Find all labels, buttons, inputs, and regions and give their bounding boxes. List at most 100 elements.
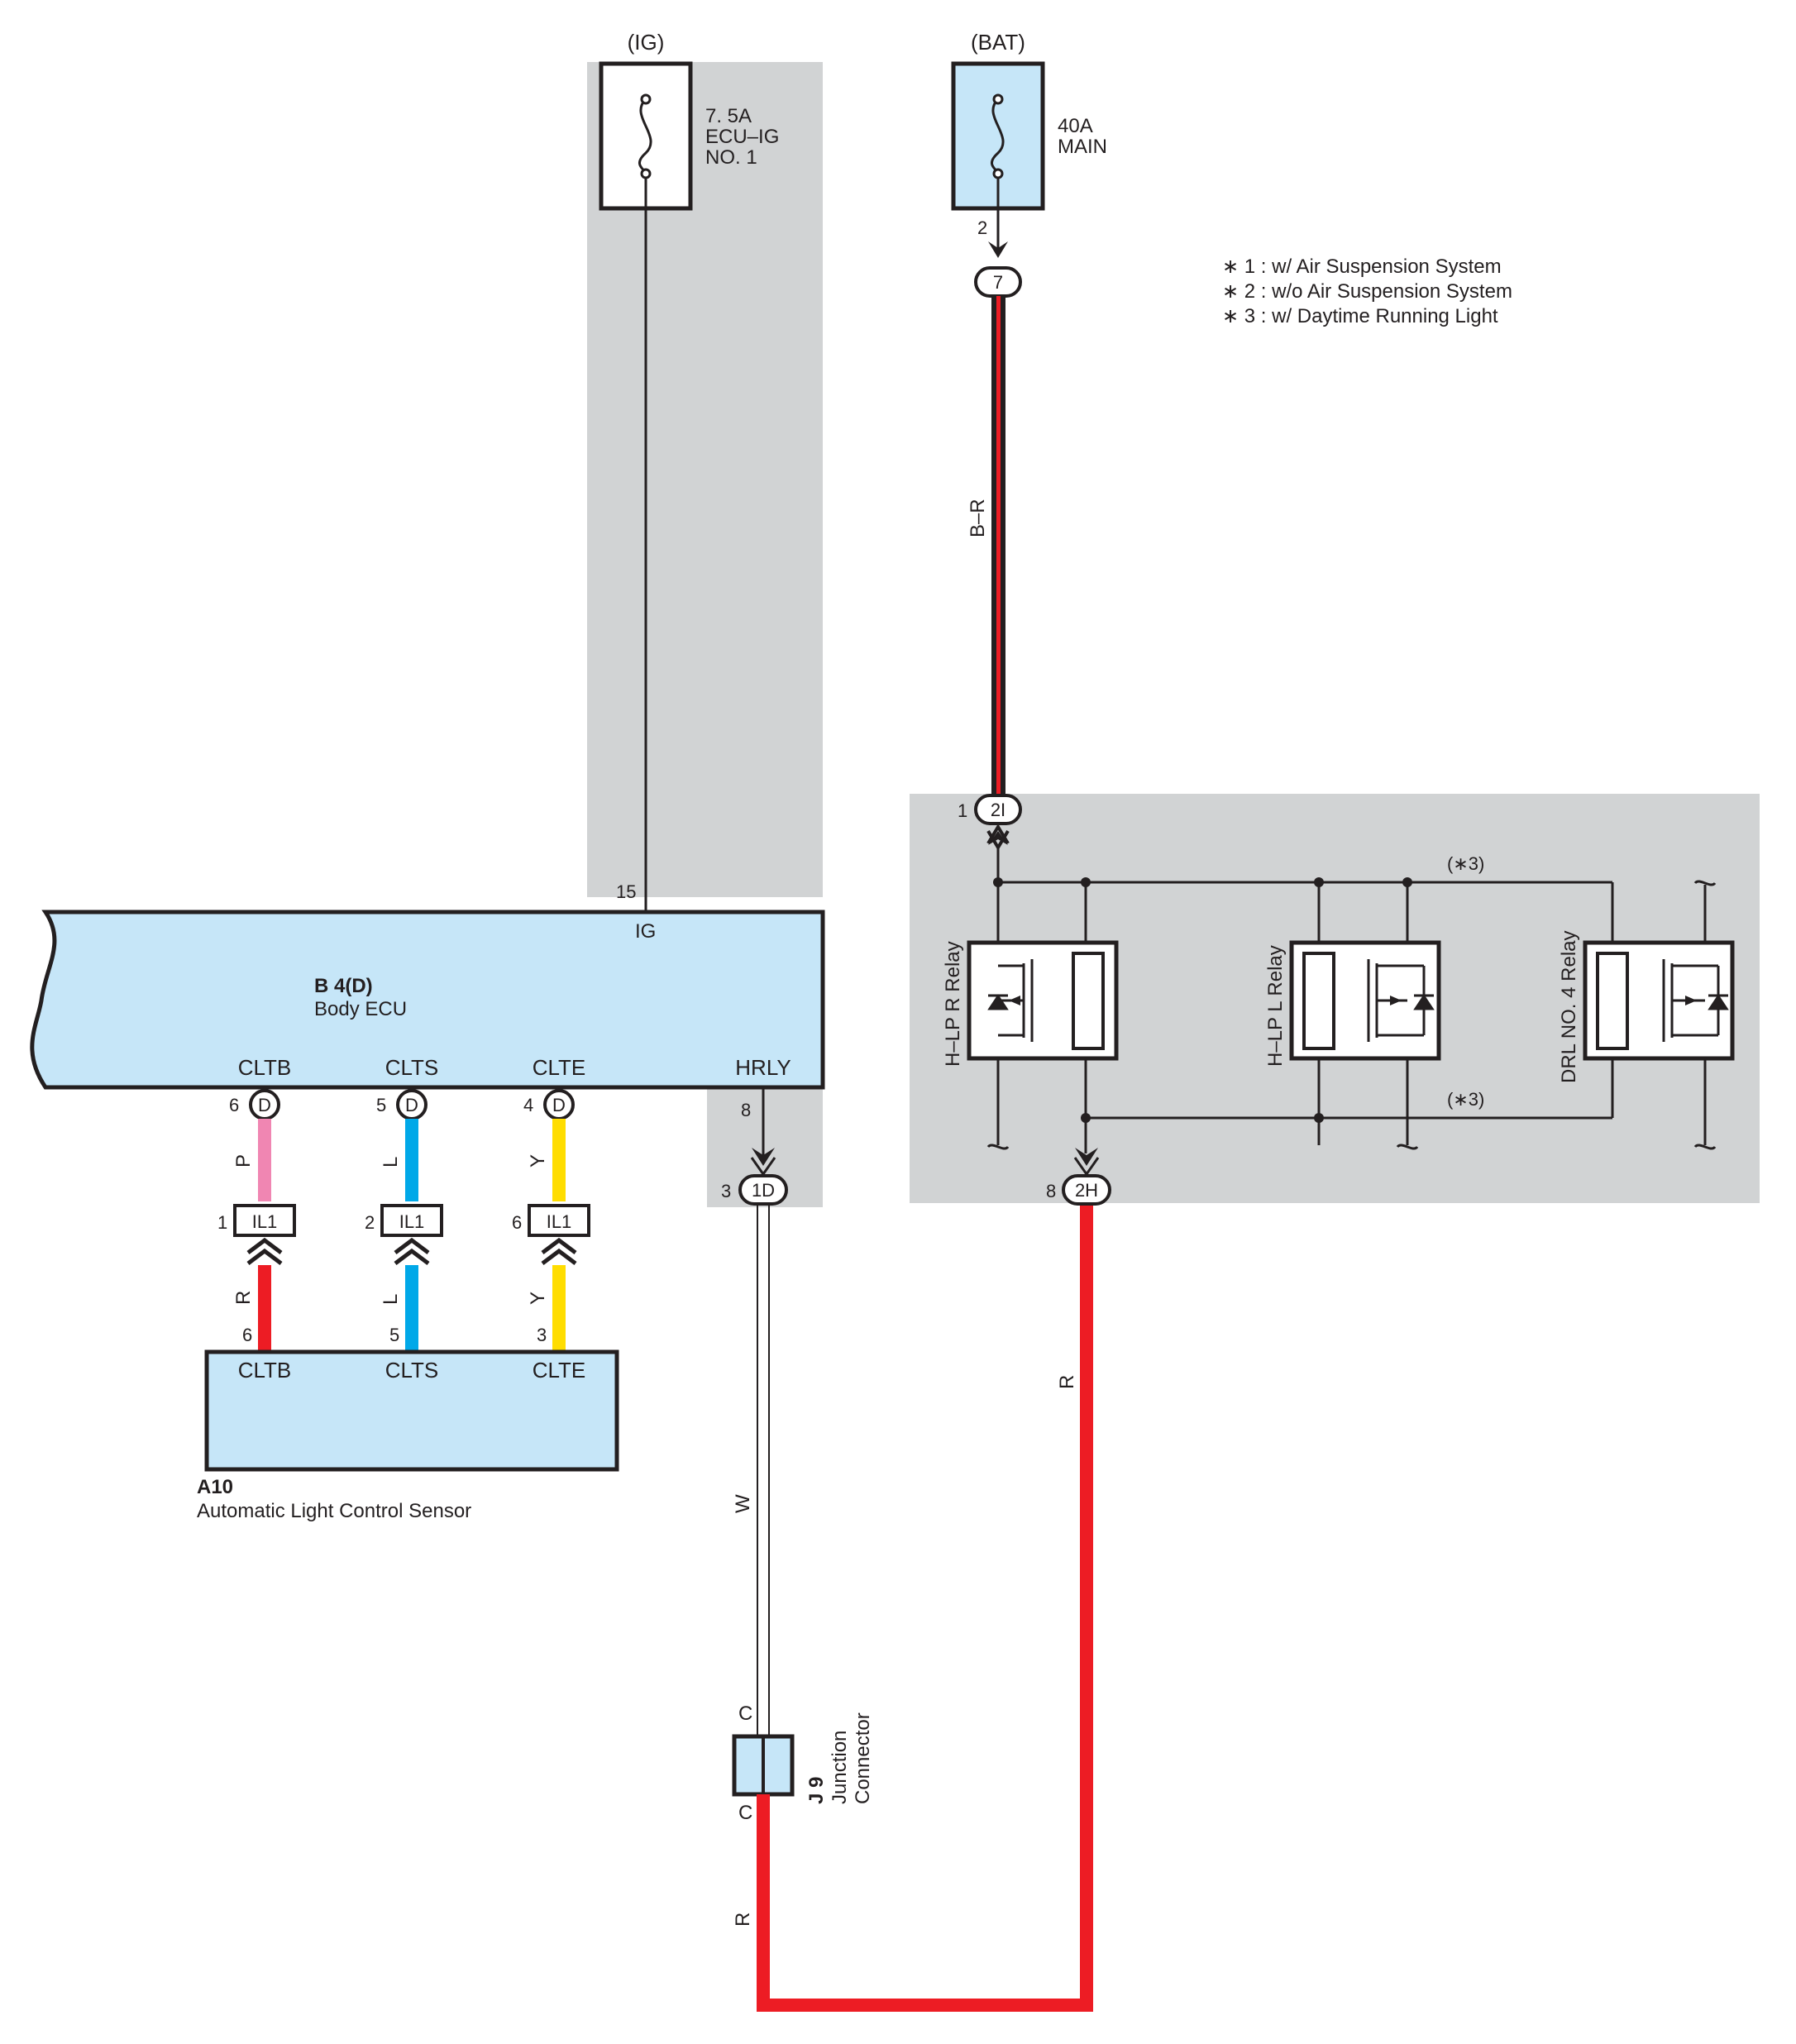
- j9-top-pin: C: [738, 1703, 752, 1725]
- relay-in-arrow: [988, 831, 1008, 845]
- ig-fuse-terminal-bottom: [640, 168, 652, 179]
- relay-h-lp-l-fet-arrow: [1390, 996, 1402, 1005]
- ig-fuse-rating: 7. 5A: [705, 105, 752, 127]
- sensor-pin-clts: 5: [389, 1325, 399, 1345]
- sensor-pin-clte: 3: [537, 1325, 547, 1345]
- ig-fuse-terminal-top: [640, 93, 652, 105]
- relay-in-connector: [974, 794, 1022, 825]
- note-3: ∗ 3 : w/ Daytime Running Light: [1222, 305, 1498, 327]
- relay-drl-coil: [1596, 952, 1629, 1050]
- bat-fuse-icon: [991, 98, 1005, 174]
- note-2: ∗ 2 : w/o Air Suspension System: [1222, 280, 1512, 303]
- j9-code: J 9: [805, 1777, 828, 1804]
- body-ecu-box: [30, 910, 825, 1090]
- option-label-top: (∗3): [1447, 853, 1484, 874]
- wire-y-upper-label: Y: [527, 1154, 549, 1168]
- il1-connector-clts-code: IL1: [399, 1211, 425, 1232]
- il1-connector-clte: [528, 1204, 590, 1237]
- wire-y-upper: [552, 1119, 566, 1201]
- il1-cltb-chevron: [246, 1237, 283, 1265]
- il1-connector-cltb: [233, 1204, 296, 1237]
- wire-y-lower-label: Y: [527, 1292, 549, 1305]
- bat-pin-number: 2: [977, 217, 987, 238]
- wire-p-upper: [258, 1119, 271, 1201]
- il1-clts-chevron: [394, 1237, 430, 1265]
- hrly-arrow: [752, 1148, 775, 1166]
- relay-h-lp-r-fet-arrow: [1009, 996, 1020, 1005]
- body-ecu-ig-pin: 15: [616, 881, 636, 902]
- bat-fuse-terminal-bottom: [992, 168, 1004, 179]
- body-ecu-ig-label: IG: [635, 920, 656, 943]
- sensor-name: Automatic Light Control Sensor: [197, 1500, 471, 1522]
- note-1: ∗ 1 : w/ Air Suspension System: [1222, 256, 1502, 278]
- wire-r-lower: [258, 1265, 271, 1352]
- w-wire-label: W: [732, 1494, 754, 1513]
- bat-connector-arrow: [988, 241, 1008, 258]
- ecu-connector-clte-code: D: [552, 1095, 566, 1115]
- il1-connector-clts: [380, 1204, 443, 1237]
- ig-fuse-number: NO. 1: [705, 146, 757, 169]
- ecu-pin-cltb-number: 6: [229, 1095, 239, 1115]
- wire-p-upper-label: P: [232, 1154, 255, 1168]
- bat-fuse-rating: 40A: [1058, 115, 1093, 137]
- j9-bottom-pin: C: [738, 1802, 752, 1824]
- il1-pin-2: 2: [365, 1212, 375, 1233]
- ecu-pin-clte-number: 4: [523, 1095, 533, 1115]
- ecu-pin-clts-number: 5: [376, 1095, 386, 1115]
- junction-1d-connector: [738, 1174, 788, 1206]
- relay-h-lp-l-label: H–LP L Relay: [1264, 945, 1287, 1067]
- relay-h-lp-l-diode: [1413, 994, 1435, 1010]
- body-ecu-terminal-hrly: HRLY: [735, 1055, 791, 1080]
- sensor-box: [204, 1349, 619, 1472]
- relay-drl-fet-arrow: [1685, 996, 1697, 1005]
- sensor-terminal-clte: CLTE: [533, 1358, 586, 1383]
- relay-drl-diode: [1708, 994, 1729, 1010]
- il1-connector-clte-code: IL1: [547, 1211, 572, 1232]
- bat-connector-code: 7: [993, 272, 1003, 293]
- il1-pin-6: 6: [512, 1212, 522, 1233]
- body-ecu-terminal-cltb: CLTB: [238, 1055, 292, 1080]
- ecu-connector-clts-code: D: [405, 1095, 418, 1115]
- body-ecu-terminal-clts: CLTS: [385, 1055, 439, 1080]
- ig-supply-label: (IG): [628, 30, 665, 55]
- relay-h-lp-r-coil: [1072, 952, 1105, 1050]
- relay-h-lp-l-coil: [1302, 952, 1335, 1050]
- junction-1d-code: 1D: [752, 1180, 775, 1201]
- relay-out-connector: [1062, 1174, 1111, 1206]
- wire-l-upper-label: L: [380, 1157, 402, 1168]
- relay-block-wire-breaks: [986, 880, 1717, 1150]
- relay-block-junction-dots: [993, 877, 1412, 1123]
- relay-in-code: 2I: [991, 800, 1005, 820]
- relay-out-pin: 8: [1046, 1181, 1056, 1201]
- body-ecu-terminal-clte: CLTE: [533, 1055, 586, 1080]
- il1-clte-chevron: [541, 1237, 577, 1265]
- r-wire-loop: [757, 1204, 1093, 2012]
- il1-connector-cltb-code: IL1: [252, 1211, 278, 1232]
- ecu-connector-cltb-code: D: [258, 1095, 271, 1115]
- wire-l-lower-label: L: [380, 1294, 402, 1305]
- bat-fuse-terminal-top: [992, 93, 1004, 105]
- relay-in-pin: 1: [958, 800, 967, 821]
- bat-fuse-name: MAIN: [1058, 136, 1107, 158]
- r-wire-j9-label: R: [732, 1913, 754, 1927]
- relay-out-arrow: [1075, 1148, 1098, 1166]
- bat-supply-label: (BAT): [971, 30, 1025, 55]
- hrly-pin-number: 8: [741, 1100, 751, 1120]
- sensor-pin-cltb: 6: [242, 1325, 252, 1345]
- body-ecu-code: B 4(D): [314, 975, 373, 997]
- junction-1d-pin: 3: [721, 1181, 731, 1201]
- relay-h-lp-r-label: H–LP R Relay: [942, 941, 964, 1067]
- ig-fuse-name: ECU–IG: [705, 126, 779, 148]
- relay-out-code: 2H: [1075, 1180, 1098, 1201]
- b-r-wire-stripe: [996, 296, 1001, 800]
- relay-drl-label: DRL NO. 4 Relay: [1558, 931, 1580, 1084]
- body-ecu-name: Body ECU: [314, 998, 407, 1020]
- sensor-terminal-cltb: CLTB: [238, 1358, 292, 1383]
- wire-r-lower-label: R: [232, 1291, 255, 1305]
- b-r-wire-label: B–R: [967, 499, 989, 537]
- r-wire-2h-label: R: [1056, 1375, 1078, 1389]
- j9-name-line1: Junction: [829, 1731, 851, 1804]
- wire-l-lower: [405, 1265, 418, 1352]
- option-label-bottom: (∗3): [1447, 1089, 1484, 1110]
